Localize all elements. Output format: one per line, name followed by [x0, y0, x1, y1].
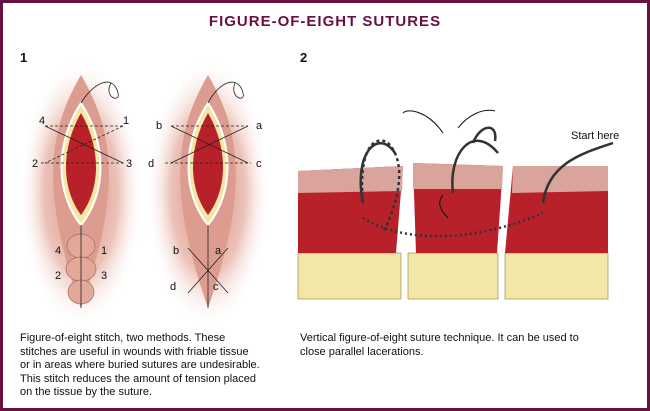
- panel-2-number: 2: [300, 50, 308, 65]
- tissue-blocks: Start here: [297, 109, 619, 300]
- label-b: b: [156, 120, 162, 132]
- label-2: 2: [32, 158, 38, 170]
- label-1: 1: [123, 115, 129, 127]
- panel-1-number: 1: [20, 50, 28, 65]
- label-d-bottom: d: [170, 281, 176, 293]
- wound-method-2: b a d c b a d c: [146, 58, 270, 328]
- label-3-bottom: 3: [101, 270, 107, 282]
- start-here-label: Start here: [571, 130, 619, 142]
- label-a-bottom: a: [215, 245, 222, 257]
- label-a: a: [256, 120, 263, 132]
- label-c-bottom: c: [213, 281, 219, 293]
- label-3: 3: [126, 158, 132, 170]
- label-b-bottom: b: [173, 245, 179, 257]
- label-c: c: [256, 158, 262, 170]
- label-2-bottom: 2: [55, 270, 61, 282]
- label-1-bottom: 1: [101, 245, 107, 257]
- label-d: d: [148, 158, 154, 170]
- panel-1-caption: Figure-of-eight stitch, two methods. The…: [20, 332, 260, 398]
- illustrations: 4 1 2 3 4 1 2 3 b a d c b: [19, 58, 619, 328]
- label-4: 4: [39, 115, 45, 127]
- label-4-bottom: 4: [55, 245, 61, 257]
- wound-method-1: 4 1 2 3 4 1 2 3: [19, 58, 143, 328]
- panel-2-caption: Vertical figure-of-eight suture techniqu…: [300, 332, 579, 358]
- figure-title: FIGURE-OF-EIGHT SUTURES: [208, 13, 442, 30]
